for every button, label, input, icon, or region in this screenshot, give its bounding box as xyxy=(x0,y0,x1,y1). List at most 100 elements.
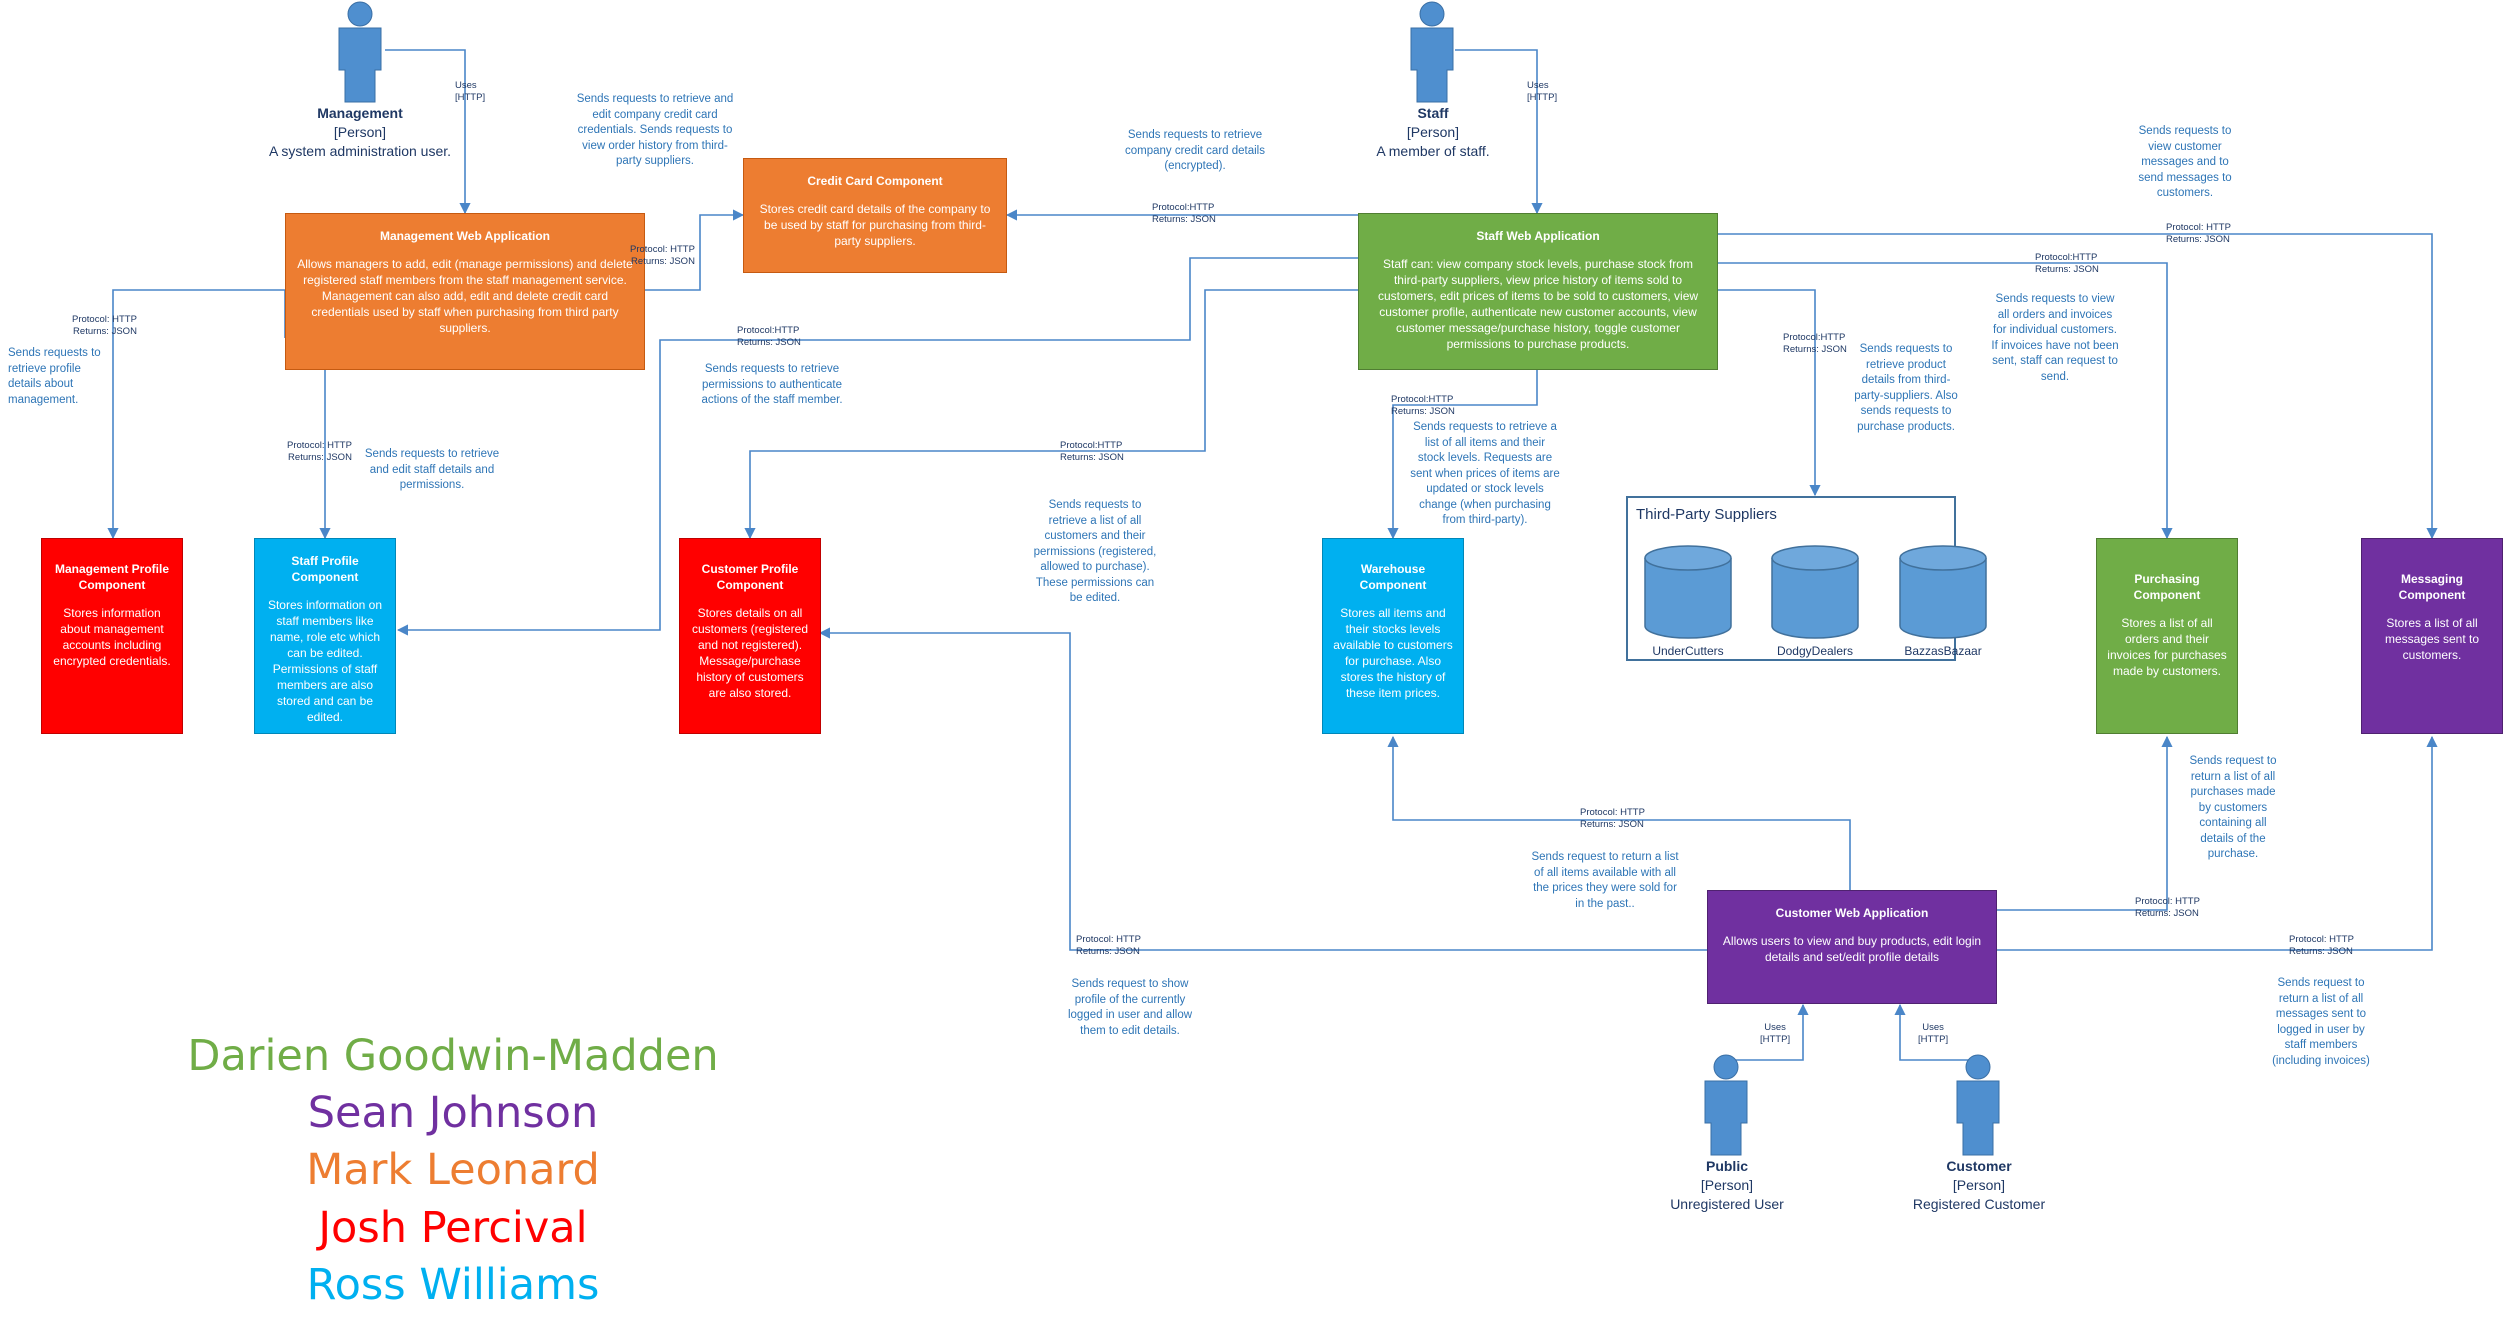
public-person-icon xyxy=(1704,1054,1748,1156)
box-title: Staff Web Application xyxy=(1476,229,1600,243)
line-management-uses xyxy=(385,49,471,215)
uses-label-public: Uses [HTTP] xyxy=(1760,1022,1791,1045)
box-desc: Stores a list of all orders and their in… xyxy=(2107,616,2227,678)
box-title: Staff Profile Component xyxy=(291,554,359,584)
note-suppliers: Sends requests to retrieve product detai… xyxy=(1854,343,1958,433)
credit-card-component: Credit Card Component Stores credit card… xyxy=(743,158,1007,273)
uses-label-customer: Uses [HTTP] xyxy=(1918,1022,1949,1045)
line-cust-purchasing xyxy=(1997,735,2173,911)
note-warehouse: Sends requests to retrieve a list of all… xyxy=(1410,421,1560,526)
box-title: Customer Profile Component xyxy=(701,562,799,592)
author-5: Ross Williams xyxy=(306,1260,600,1310)
staff-web-application: Staff Web Application Staff can: view co… xyxy=(1358,213,1718,370)
line-public-uses xyxy=(1727,1003,1809,1061)
box-desc: Stores all items and their stocks levels… xyxy=(1333,606,1453,700)
author-3: Mark Leonard xyxy=(306,1145,600,1195)
third-party-suppliers: Third-Party Suppliers UnderCutters Dodgy… xyxy=(1626,496,1987,661)
supplier-label: UnderCutters xyxy=(1652,644,1724,658)
line-mgmt-mgmtprofile xyxy=(107,289,286,540)
person-desc: Registered Customer xyxy=(1912,1196,2046,1212)
note-msgs-customer: Sends request to return a list of all me… xyxy=(2272,977,2370,1067)
protocol-label-cust-warehouse: Protocol: HTTP Returns: JSON xyxy=(1580,807,1645,830)
warehouse-component: Warehouse Component Stores all items and… xyxy=(1322,538,1464,734)
box-title: Messaging Component xyxy=(2398,572,2466,602)
box-desc: Stores credit card details of the compan… xyxy=(759,202,991,248)
messaging-component: Messaging Component Stores a list of all… xyxy=(2361,538,2503,734)
staff-person-icon xyxy=(1410,1,1454,103)
protocol-label-staff-custprofile: Protocol:HTTP Returns: JSON xyxy=(1060,440,1124,463)
line-staff-staffprofile xyxy=(396,257,1358,636)
protocol-label-cust-purchasing: Protocol: HTTP Returns: JSON xyxy=(2135,896,2200,919)
protocol-label-staff-auth: Protocol:HTTP Returns: JSON xyxy=(737,325,801,348)
box-desc: Stores a list of all messages sent to cu… xyxy=(2384,616,2480,662)
box-title: Warehouse Component xyxy=(1359,562,1427,592)
supplier-label: BazzasBazaar xyxy=(1904,644,1982,658)
line-customer-uses xyxy=(1894,1003,1970,1061)
line-staff-uses xyxy=(1455,49,1543,215)
protocol-label-cust-custprofile: Protocol: HTTP Returns: JSON xyxy=(1076,934,1141,957)
box-desc: Allows managers to add, edit (manage per… xyxy=(297,257,633,335)
line-staff-warehouse xyxy=(1387,370,1538,540)
note-auth: Sends requests to retrieve permissions t… xyxy=(701,363,843,406)
note-cust-list: Sends requests to retrieve a list of all… xyxy=(1033,499,1157,604)
box-desc: Stores details on all customers (registe… xyxy=(691,606,809,700)
supplier-database-1: UnderCutters xyxy=(1643,544,1733,658)
note-messages-staff: Sends requests to view customer messages… xyxy=(2138,125,2232,199)
box-desc: Allows users to view and buy products, e… xyxy=(1722,934,1982,964)
supplier-database-2: DodgyDealers xyxy=(1770,544,1860,658)
box-title: Customer Web Application xyxy=(1775,906,1929,920)
box-title: Management Web Application xyxy=(379,229,550,243)
box-title: Purchasing Component xyxy=(2133,572,2201,602)
suppliers-title: Third-Party Suppliers xyxy=(1636,506,1777,523)
protocol-label-mgmt-staffprofile: Protocol: HTTP Returns: JSON xyxy=(287,440,352,463)
protocol-label-cust-messaging: Protocol: HTTP Returns: JSON xyxy=(2289,934,2354,957)
management-profile-component: Management Profile Component Stores info… xyxy=(41,538,183,734)
note-staff-profile: Sends requests to retrieve and edit staf… xyxy=(364,448,500,491)
customer-person: Customer [Person] Registered Customer xyxy=(1829,1157,2129,1214)
management-web-application: Management Web Application Allows manage… xyxy=(285,213,645,370)
public-person: Public [Person] Unregistered User xyxy=(1577,1157,1877,1214)
note-show-profile: Sends request to show profile of the cur… xyxy=(1067,978,1193,1037)
staff-profile-component: Staff Profile Component Stores informati… xyxy=(254,538,396,734)
author-2: Sean Johnson xyxy=(307,1088,599,1138)
line-staff-suppliers xyxy=(1718,289,1821,497)
database-icon xyxy=(1899,545,1987,639)
box-desc: Stores information about management acco… xyxy=(53,606,171,668)
uses-label-management: Uses [HTTP] xyxy=(455,80,486,103)
person-desc: A system administration user. xyxy=(268,143,452,159)
person-type: [Person] xyxy=(1952,1177,2006,1193)
protocol-label-staff-warehouse: Protocol:HTTP Returns: JSON xyxy=(1391,394,1455,417)
box-desc: Stores information on staff members like… xyxy=(267,598,383,724)
person-name: Staff xyxy=(1417,105,1449,121)
line-cust-custprofile xyxy=(818,627,1707,951)
author-1: Darien Goodwin-Madden xyxy=(187,1031,719,1081)
line-staff-custprofile xyxy=(744,289,1358,540)
customer-web-application: Customer Web Application Allows users to… xyxy=(1707,890,1997,1004)
person-name: Management xyxy=(317,105,403,121)
note-mgmt-profile: Sends requests to retrieve profile detai… xyxy=(8,347,101,406)
line-cust-warehouse xyxy=(1387,735,1851,890)
person-name: Public xyxy=(1705,1158,1748,1174)
protocol-label-mgmt-mgmtprofile: Protocol: HTTP Returns: JSON xyxy=(72,314,137,337)
protocol-label-staff-credit: Protocol:HTTP Returns: JSON xyxy=(1152,202,1216,225)
purchasing-component: Purchasing Component Stores a list of al… xyxy=(2096,538,2238,734)
protocol-label-mgmt-credit: Protocol: HTTP Returns: JSON xyxy=(630,244,695,267)
staff-person: Staff [Person] A member of staff. xyxy=(1283,104,1583,161)
line-staff-messaging xyxy=(1718,233,2438,540)
note-items-prices: Sends request to return a list of all it… xyxy=(1531,851,1679,910)
protocol-label-staff-messaging: Protocol: HTTP Returns: JSON xyxy=(2166,222,2231,245)
note-orders: Sends requests to view all orders and in… xyxy=(1991,293,2119,383)
line-mgmt-credit xyxy=(645,209,745,291)
supplier-database-3: BazzasBazaar xyxy=(1898,544,1988,658)
customer-profile-component: Customer Profile Component Stores detail… xyxy=(679,538,821,734)
box-desc: Staff can: view company stock levels, pu… xyxy=(1377,257,1699,351)
box-title: Credit Card Component xyxy=(807,174,943,188)
note-purchases: Sends request to return a list of all pu… xyxy=(2189,755,2277,860)
uses-label-staff: Uses [HTTP] xyxy=(1527,80,1558,103)
database-icon xyxy=(1771,545,1859,639)
line-cust-messaging xyxy=(1997,735,2438,951)
person-desc: Unregistered User xyxy=(1670,1196,1784,1212)
management-person: Management [Person] A system administrat… xyxy=(210,104,510,161)
person-type: [Person] xyxy=(1700,1177,1754,1193)
